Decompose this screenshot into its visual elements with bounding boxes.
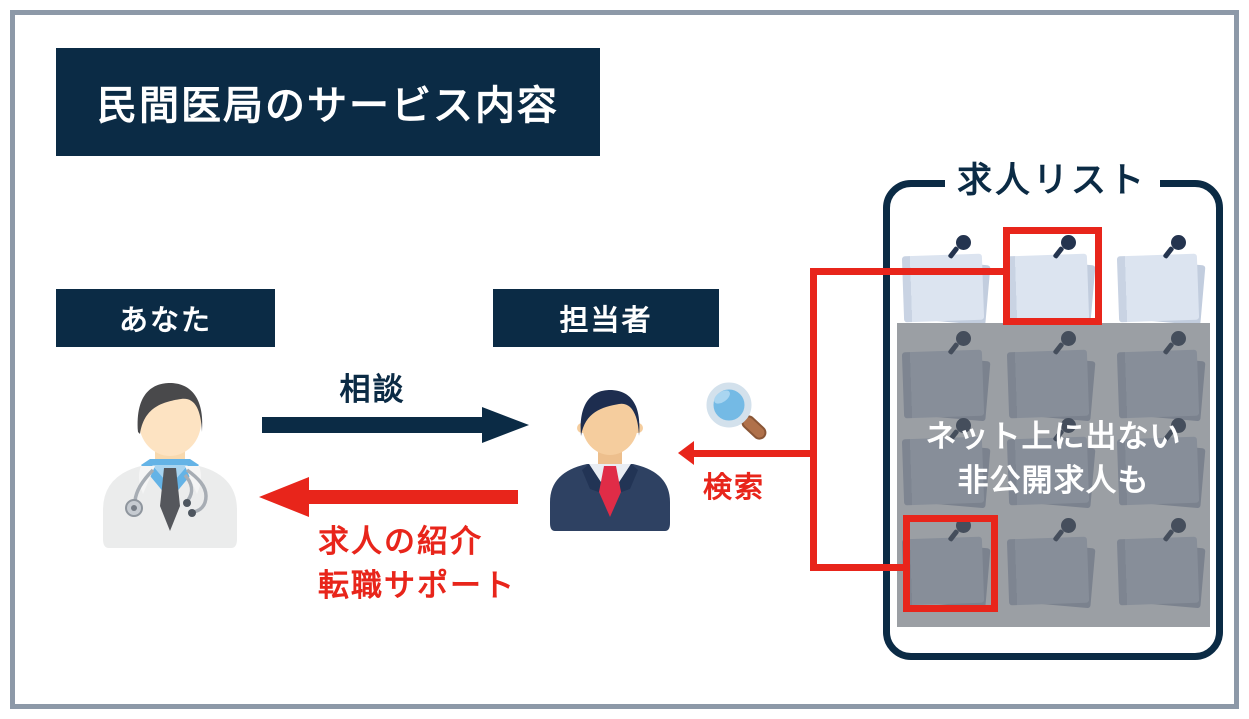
- job-list-title-gap: [945, 176, 1160, 191]
- overlay-text-line2: 非公開求人も: [957, 463, 1150, 498]
- pin-icon: [956, 418, 971, 433]
- doctor-icon: [95, 378, 245, 548]
- consult-arrow: [262, 417, 484, 433]
- page-border: [10, 10, 1239, 709]
- pin-icon: [1061, 518, 1076, 533]
- pin-icon: [1171, 235, 1186, 250]
- note-front: [901, 253, 985, 323]
- you-label-box: あなた: [56, 289, 275, 347]
- pin-icon: [956, 331, 971, 346]
- you-label: あなた: [118, 305, 212, 337]
- hidden-jobs-overlay: ネット上に出ない 非公開求人も: [897, 323, 1210, 627]
- pin-icon: [1061, 418, 1076, 433]
- highlight-box-bottom: [903, 515, 998, 612]
- magnifier-icon: [701, 379, 771, 449]
- note-front: [1116, 253, 1200, 323]
- overlay-text-line1: ネット上に出ない: [925, 419, 1182, 454]
- search-arrow: [690, 450, 817, 457]
- sticky-note: [1004, 328, 1096, 424]
- pin-icon: [1171, 418, 1186, 433]
- sticky-note: [1004, 232, 1096, 328]
- connector-line-top: [810, 268, 1006, 275]
- consult-arrow-label: 相談: [339, 372, 406, 407]
- sticky-note: [899, 232, 991, 328]
- sticky-note: [1114, 415, 1206, 511]
- consult-arrow-head: [482, 407, 529, 443]
- search-label: 検索: [703, 472, 766, 504]
- agent-label: 担当者: [559, 305, 653, 337]
- intro-arrow-head: [259, 477, 309, 517]
- pin-icon: [1171, 331, 1186, 346]
- sticky-note: [899, 415, 991, 511]
- pin-icon: [1061, 331, 1076, 346]
- pin-icon: [1061, 235, 1076, 250]
- sticky-note: [1004, 515, 1096, 611]
- search-arrow-head: [678, 441, 694, 465]
- page-title: 民間医局のサービス内容: [97, 84, 559, 128]
- highlight-box-top: [1003, 227, 1102, 325]
- sticky-note: [1004, 415, 1096, 511]
- businessman-icon: [545, 386, 675, 531]
- pin-icon: [1171, 518, 1186, 533]
- sticky-note: [1114, 232, 1206, 328]
- sticky-note: [899, 328, 991, 424]
- connector-line-vertical: [810, 268, 817, 571]
- intro-arrow: [306, 490, 518, 504]
- sticky-note: [1114, 515, 1206, 611]
- pin-icon: [956, 235, 971, 250]
- intro-arrow-label-line2: 転職サポート: [318, 568, 516, 603]
- connector-line-bottom: [810, 564, 906, 571]
- job-list-title: 求人リスト: [956, 161, 1147, 200]
- agent-label-box: 担当者: [493, 289, 719, 347]
- title-box: 民間医局のサービス内容: [56, 48, 600, 156]
- intro-arrow-label-line1: 求人の紹介: [318, 524, 483, 559]
- sticky-note: [1114, 328, 1206, 424]
